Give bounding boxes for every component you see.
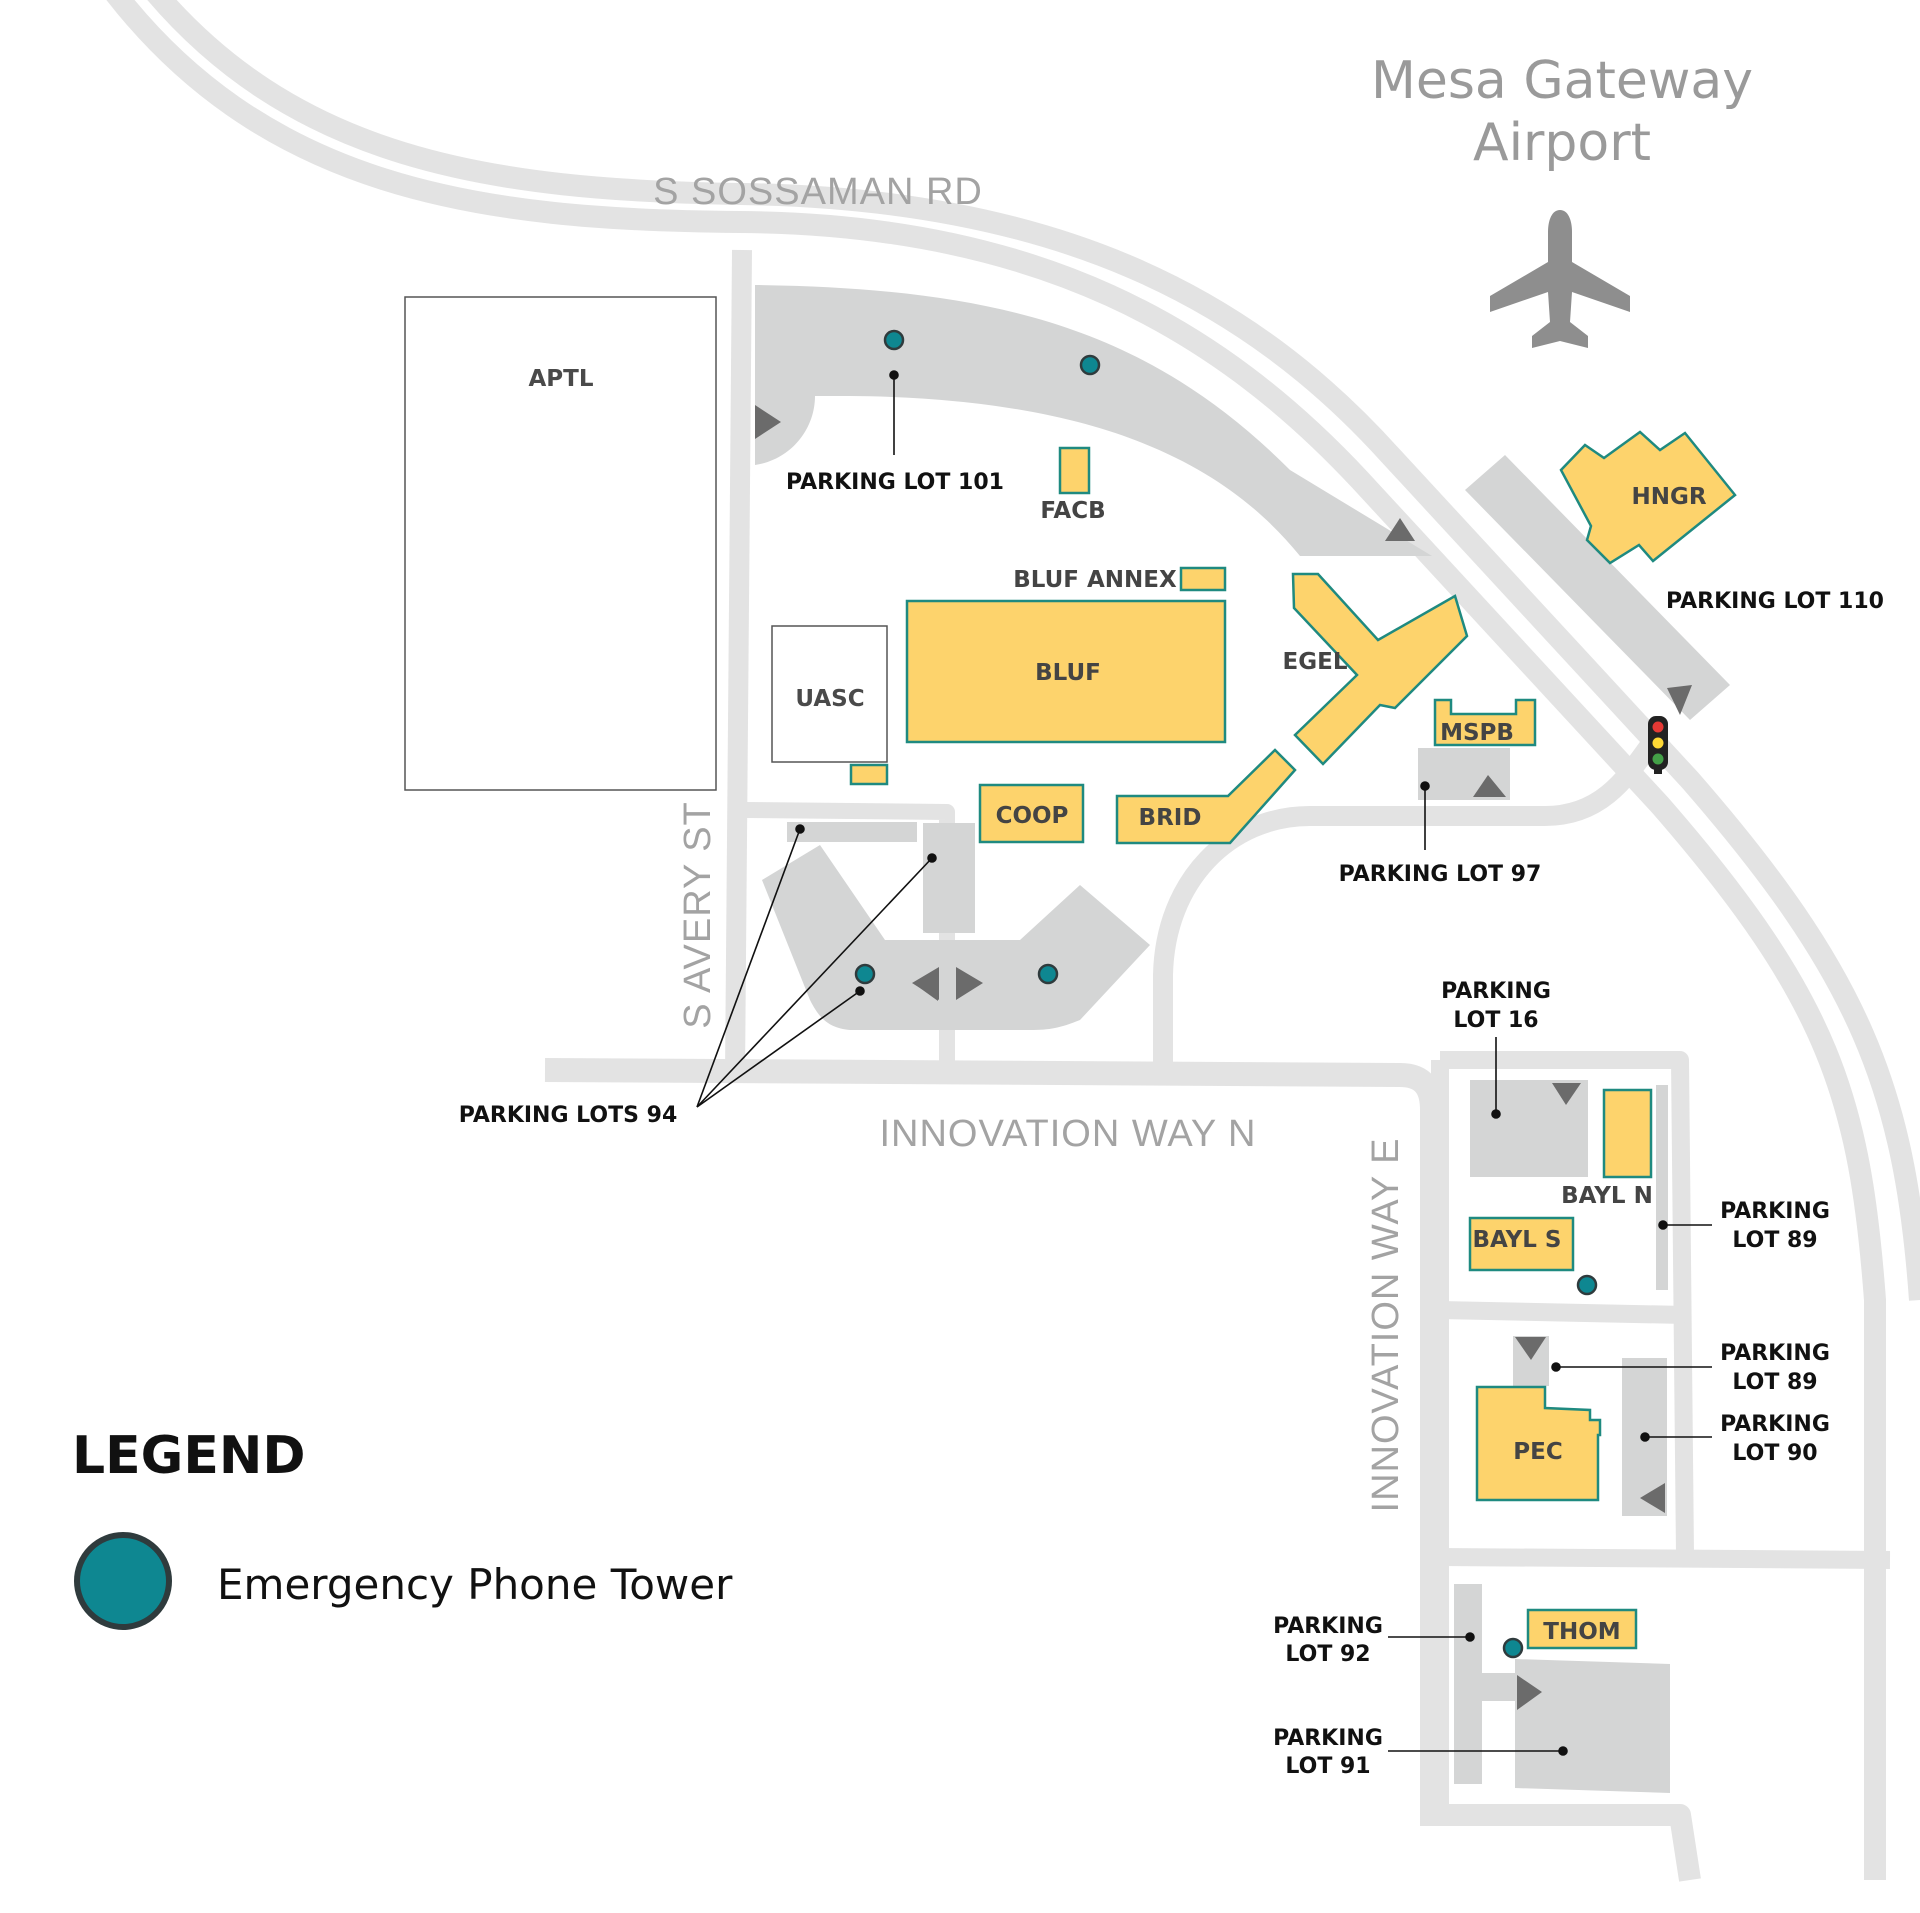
east-grid-mid: [1439, 1301, 1686, 1324]
legend-phone-tower-icon: [74, 1532, 172, 1630]
roads: [106, 0, 1920, 1882]
parking-lot-94-strip: [787, 822, 917, 842]
road-label-innovation-n: INNOVATION WAY N: [879, 1113, 1256, 1155]
arrow-right-lot91: [1517, 1675, 1542, 1710]
parking-label-94: PARKING LOTS 94: [459, 1103, 678, 1128]
phone-tower-icon[interactable]: [854, 963, 876, 985]
parking-label-92-line2: LOT 92: [1285, 1642, 1370, 1667]
building-label-bluf-annex: BLUF ANNEX: [1013, 567, 1177, 593]
arrow-up-lot101: [1385, 518, 1415, 541]
arrow-up-lot97: [1473, 775, 1506, 797]
airplane-icon: [1490, 210, 1630, 348]
building-label-coop: COOP: [996, 803, 1069, 829]
parking-label-91-line2: LOT 91: [1285, 1754, 1370, 1779]
airport-label-line2: Airport: [1473, 113, 1651, 173]
parking-lot-110-area: [1465, 455, 1730, 720]
phone-towers: [854, 329, 1598, 1659]
parking-lot-92-connector: [1480, 1673, 1515, 1701]
road-label-avery: S AVERY ST: [677, 801, 719, 1029]
building-label-thom: THOM: [1543, 1619, 1620, 1645]
parking-label-16-line1: PARKING: [1441, 979, 1551, 1004]
legend: LEGEND Emergency Phone Tower: [72, 1426, 733, 1630]
parking-label-97: PARKING LOT 97: [1339, 862, 1542, 887]
building-uasc[interactable]: [771, 625, 888, 763]
building-bluf-annex[interactable]: [1179, 566, 1227, 592]
arrow-down-lot89: [1515, 1337, 1546, 1360]
sossaman-road-inner: [147, 0, 1920, 1301]
road-label-innovation-e: INNOVATION WAY E: [1365, 1138, 1407, 1513]
arrow-right-lot94: [956, 967, 983, 1000]
arrow-left-lot90: [1640, 1483, 1665, 1513]
parking-label-90-line1: PARKING: [1720, 1412, 1830, 1437]
parking-lot-94-vertical: [923, 823, 975, 933]
parking-label-101: PARKING LOT 101: [786, 470, 1004, 495]
avery-street: [725, 249, 752, 1076]
phone-tower-icon[interactable]: [1037, 963, 1059, 985]
road-label-sossaman: S SOSSAMAN RD: [653, 171, 983, 213]
arrow-down-lot16: [1552, 1083, 1581, 1105]
phone-tower-icon[interactable]: [1079, 354, 1101, 376]
phone-tower-icon[interactable]: [1502, 1637, 1524, 1659]
building-label-hngr: HNGR: [1631, 484, 1706, 510]
parking-label-16-line2: LOT 16: [1453, 1008, 1538, 1033]
parking-lot-101-area: [755, 285, 1432, 556]
arrow-right-lot101: [755, 405, 781, 439]
building-aptl[interactable]: [404, 296, 717, 791]
east-grid-low: [1439, 1548, 1891, 1569]
leader-lines: [696, 370, 1712, 1756]
building-thom[interactable]: [1526, 1608, 1638, 1650]
parking-lot-91-area: [1515, 1659, 1670, 1793]
outline-buildings: [404, 296, 888, 791]
arrow-down-lot110: [1667, 685, 1692, 715]
east-grid-top: [1440, 1051, 1694, 1556]
building-label-mspb: MSPB: [1440, 720, 1514, 746]
building-label-egel: EGEL: [1283, 649, 1348, 675]
building-hngr[interactable]: [1559, 430, 1737, 565]
parking-label-89a-line2: LOT 89: [1732, 1228, 1817, 1253]
building-label-pec: PEC: [1513, 1439, 1562, 1465]
building-egel[interactable]: [1291, 572, 1469, 766]
legend-title: LEGEND: [72, 1426, 306, 1486]
parking-label-91-line1: PARKING: [1273, 1726, 1383, 1751]
parking-lot-92-area: [1454, 1584, 1482, 1784]
building-mspb[interactable]: [1433, 698, 1537, 747]
building-bluf[interactable]: [905, 599, 1227, 744]
legend-phone-tower-label: Emergency Phone Tower: [217, 1560, 733, 1609]
parking-lot-89-strip: [1656, 1085, 1668, 1290]
building-uasc-annex[interactable]: [849, 763, 889, 786]
airport-label-line1: Mesa Gateway: [1371, 51, 1753, 111]
arrow-left-lot94b: [912, 967, 939, 1000]
building-label-bayl-s: BAYL S: [1472, 1227, 1561, 1253]
building-coop[interactable]: [978, 783, 1085, 844]
phone-tower-icon[interactable]: [1576, 1274, 1598, 1296]
building-label-facb: FACB: [1040, 498, 1105, 524]
innovation-way-n: [544, 1058, 1444, 1825]
parking-label-89b-line2: LOT 89: [1732, 1370, 1817, 1395]
building-label-bluf: BLUF: [1035, 660, 1101, 686]
building-bayl-s[interactable]: [1468, 1216, 1575, 1272]
building-pec[interactable]: [1475, 1385, 1602, 1502]
parking-label-89b-line1: PARKING: [1720, 1341, 1830, 1366]
building-label-brid: BRID: [1139, 805, 1202, 831]
entrance-arrows: [755, 405, 1692, 1710]
parking-lot-94-chevron: [762, 845, 1150, 1030]
building-label-uasc: UASC: [795, 686, 864, 712]
building-facb[interactable]: [1058, 446, 1091, 495]
parking-label-92-line1: PARKING: [1273, 1614, 1383, 1639]
building-label-bayl-n: BAYL N: [1561, 1183, 1653, 1209]
building-brid[interactable]: [1115, 748, 1297, 845]
east-grid-bottom: [1420, 1804, 1701, 1882]
buildings: [849, 430, 1737, 1650]
connector-road: [1153, 739, 1659, 1065]
phone-tower-icon[interactable]: [883, 329, 905, 351]
sossaman-road-outer: [106, 0, 1886, 1880]
parking-label-110: PARKING LOT 110: [1666, 589, 1884, 614]
building-bayl-n[interactable]: [1602, 1088, 1653, 1179]
traffic-light-icon: [1648, 716, 1668, 774]
building-label-aptl: APTL: [528, 366, 593, 392]
parking-label-90-line2: LOT 90: [1732, 1441, 1817, 1466]
parking-label-89a-line1: PARKING: [1720, 1199, 1830, 1224]
